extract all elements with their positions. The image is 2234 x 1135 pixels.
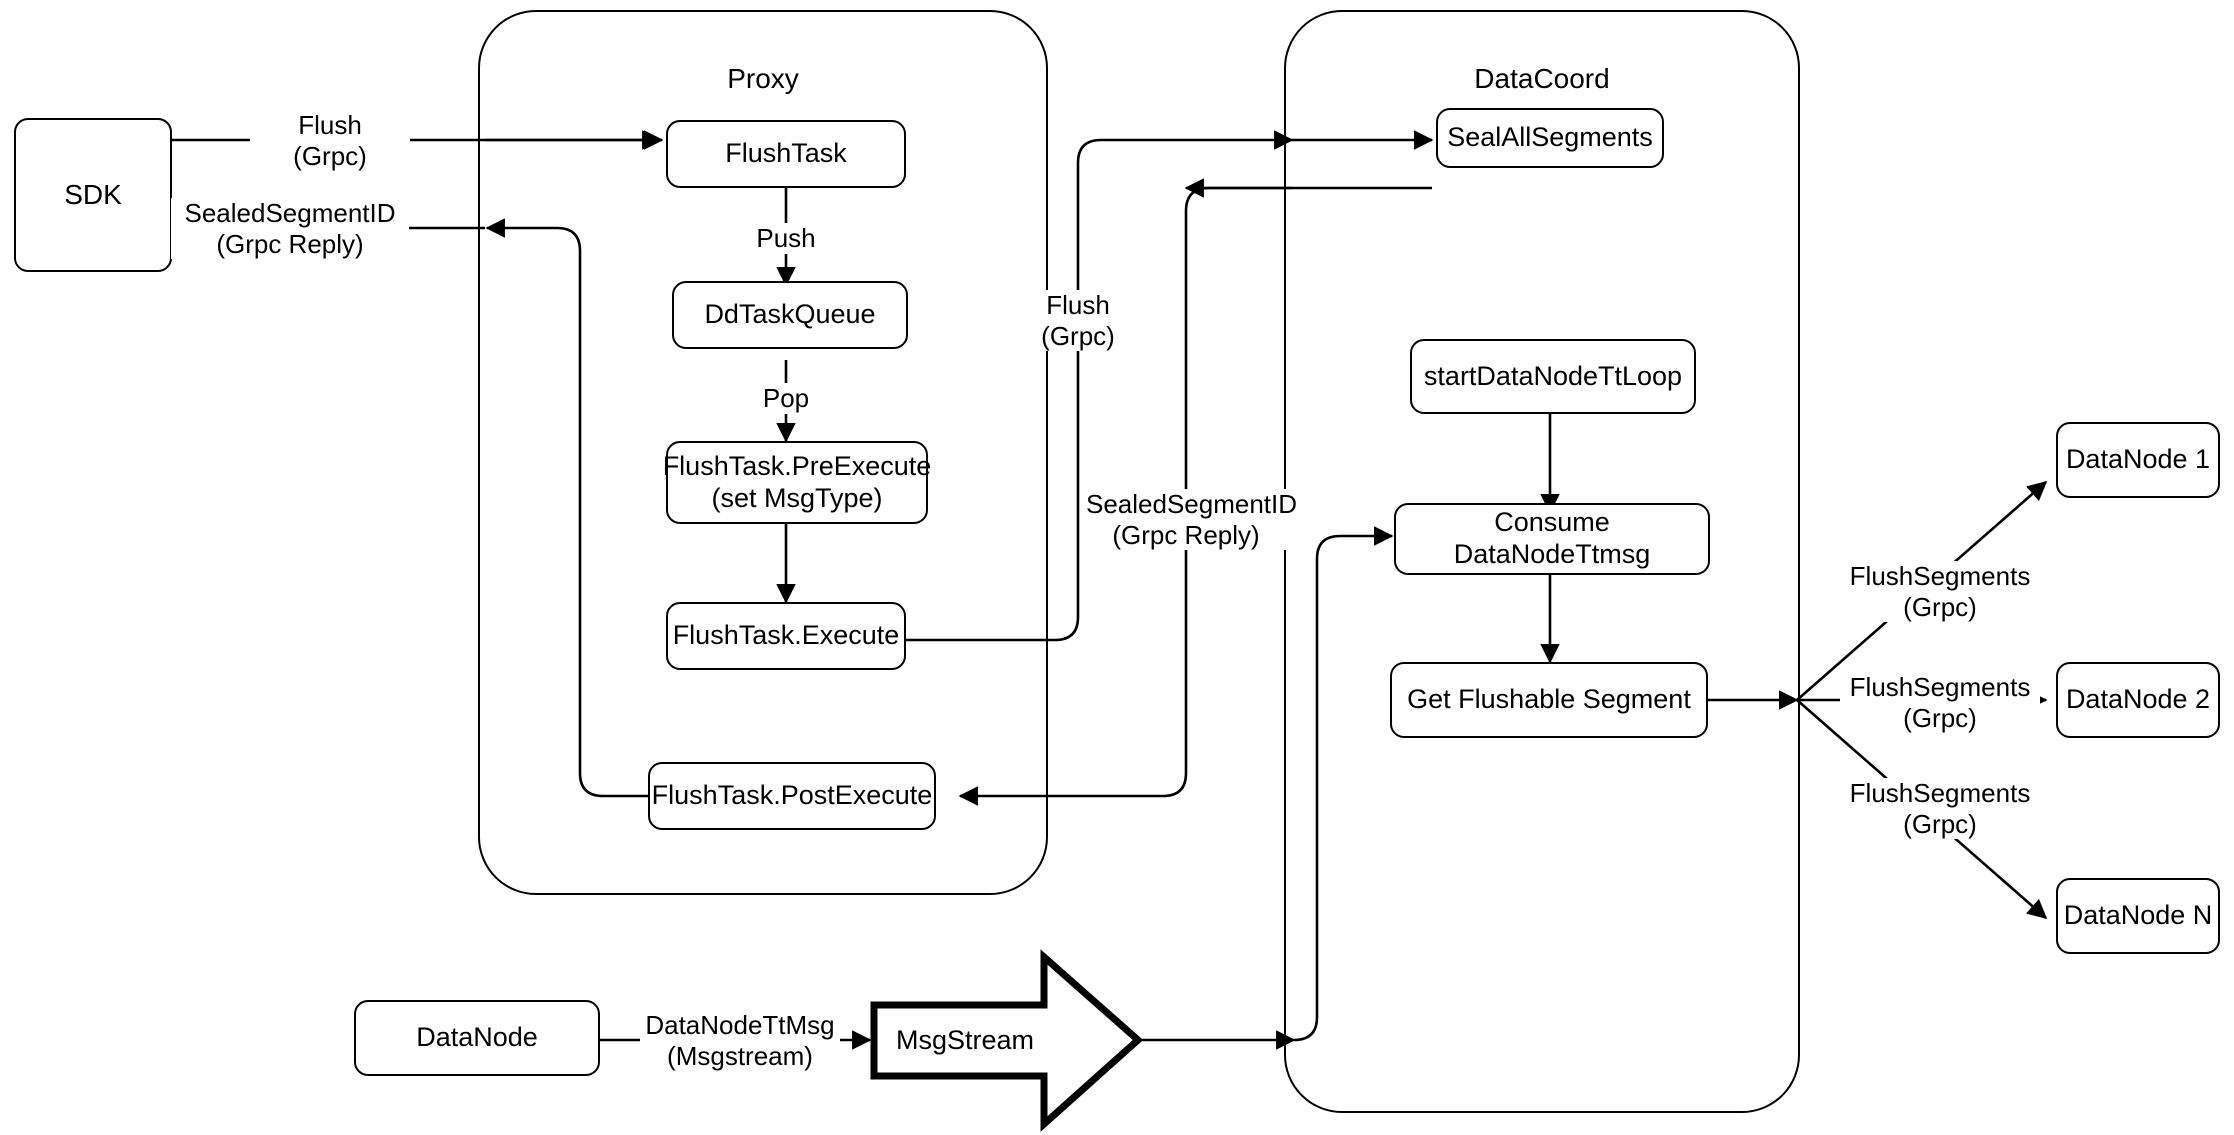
node-flush-task-label: FlushTask — [725, 138, 847, 169]
edge-label-datanode-tt-msg: DataNodeTtMsg (Msgstream) — [640, 1010, 840, 1072]
node-dd-task-queue[interactable]: DdTaskQueue — [672, 281, 908, 349]
edge-label-flush-segments-2: FlushSegments (Grpc) — [1840, 672, 2040, 734]
node-start-datanode-tt-loop-label: startDataNodeTtLoop — [1423, 360, 1683, 391]
node-flush-task-execute-label: FlushTask.Execute — [672, 620, 900, 651]
node-flush-task-postexecute[interactable]: FlushTask.PostExecute — [648, 762, 936, 830]
msgstream-block-arrow-shape — [870, 949, 1144, 1132]
edge-label-pop: Pop — [736, 383, 836, 414]
container-proxy — [478, 10, 1048, 895]
node-datanode-source[interactable]: DataNode — [354, 1000, 600, 1076]
node-sdk-label: SDK — [64, 179, 122, 211]
node-flush-task-preexecute-label: FlushTask.PreExecute (set MsgType) — [662, 450, 932, 513]
container-datacoord-title: DataCoord — [1474, 63, 1610, 94]
node-flush-task-postexecute-label: FlushTask.PostExecute — [651, 780, 933, 811]
container-datacoord — [1284, 10, 1800, 1113]
node-msgstream-label: MsgStream — [895, 1025, 1035, 1055]
node-datanode-1[interactable]: DataNode 1 — [2056, 422, 2220, 498]
node-flush-task[interactable]: FlushTask — [666, 120, 906, 188]
node-datanode-n[interactable]: DataNode N — [2056, 878, 2220, 954]
node-get-flushable-segment-label: Get Flushable Segment — [1407, 684, 1691, 715]
edge-label-push: Push — [736, 223, 836, 254]
node-datanode-n-label: DataNode N — [2063, 900, 2213, 931]
edge-label-proxy-to-sdk: SealedSegmentID (Grpc Reply) — [171, 198, 409, 260]
node-datanode-1-label: DataNode 1 — [2065, 444, 2211, 475]
node-datanode-source-label: DataNode — [416, 1022, 538, 1053]
node-flush-task-execute[interactable]: FlushTask.Execute — [666, 602, 906, 670]
edge-label-flush-segments-1: FlushSegments (Grpc) — [1840, 561, 2040, 623]
node-msgstream[interactable]: MsgStream — [870, 949, 1144, 1132]
node-sdk[interactable]: SDK — [14, 118, 172, 272]
node-datanode-2[interactable]: DataNode 2 — [2056, 662, 2220, 738]
node-flush-task-preexecute[interactable]: FlushTask.PreExecute (set MsgType) — [663, 441, 931, 524]
edge-label-proxy-to-datacoord: Flush (Grpc) — [1018, 290, 1138, 352]
edge-postexecute-to-sdkline — [485, 218, 652, 798]
edge-label-flush-segments-n: FlushSegments (Grpc) — [1840, 778, 2040, 840]
node-consume-datanode-ttmsg-label: Consume DataNodeTtmsg — [1453, 507, 1651, 569]
node-seal-all-segments[interactable]: SealAllSegments — [1436, 108, 1664, 168]
node-datanode-2-label: DataNode 2 — [2065, 684, 2211, 715]
edge-datacoordborder-up-to-consume — [1293, 526, 1394, 1042]
edge-label-sdk-to-proxy: Flush (Grpc) — [250, 110, 410, 172]
edge-label-datacoord-to-proxy: SealedSegmentID (Grpc Reply) — [1086, 489, 1298, 551]
container-proxy-title: Proxy — [727, 63, 799, 94]
node-start-datanode-tt-loop[interactable]: startDataNodeTtLoop — [1410, 339, 1696, 414]
edge-execute-to-datacoord — [906, 130, 1294, 642]
node-seal-all-segments-label: SealAllSegments — [1447, 122, 1653, 153]
node-dd-task-queue-label: DdTaskQueue — [704, 299, 876, 330]
node-get-flushable-segment[interactable]: Get Flushable Segment — [1390, 662, 1708, 738]
node-consume-datanode-ttmsg[interactable]: Consume DataNodeTtmsg — [1394, 503, 1710, 575]
